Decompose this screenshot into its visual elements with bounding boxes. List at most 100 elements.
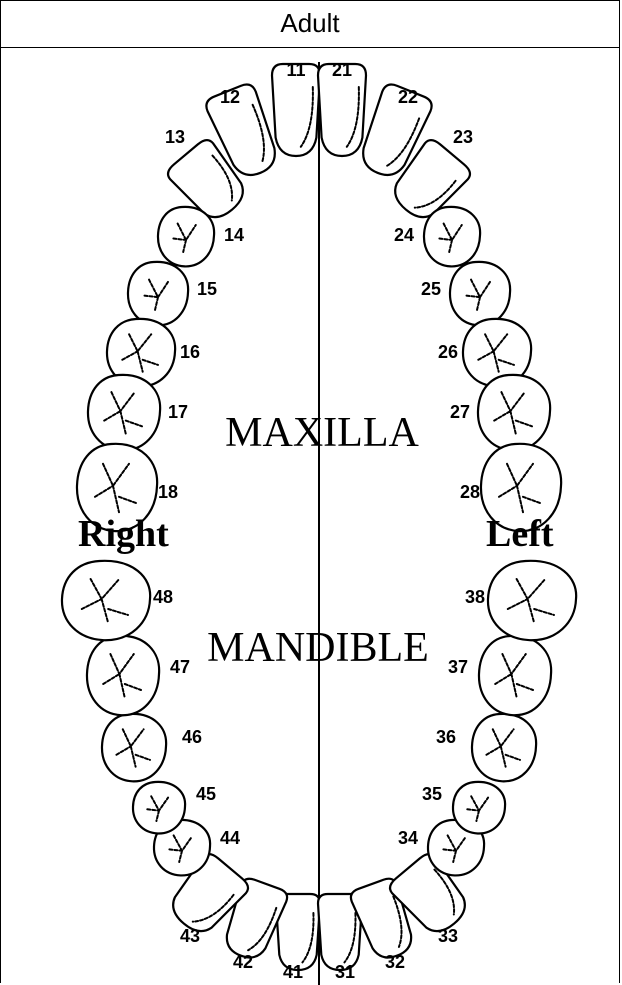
tooth-number-27: 27: [450, 402, 470, 422]
tooth-fissure: [438, 222, 463, 253]
tooth-outline: [205, 83, 276, 176]
tooth-fissure: [94, 462, 138, 514]
tooth-number-34: 34: [398, 828, 418, 848]
tooth-number-31: 31: [335, 962, 355, 982]
tooth-46: [100, 712, 168, 783]
tooth-number-47: 47: [170, 657, 190, 677]
tooth-number-22: 22: [398, 87, 418, 107]
tooth-fissure: [465, 278, 492, 311]
tooth-outline: [85, 634, 161, 717]
tooth-fissure: [442, 834, 467, 863]
tooth-13: [166, 139, 244, 219]
header-title: Adult: [280, 8, 340, 38]
tooth-number-41: 41: [283, 962, 303, 982]
tooth-fissure: [80, 578, 129, 624]
tooth-outline: [131, 780, 187, 835]
tooth-fissure: [251, 103, 265, 164]
tooth-fissure: [506, 578, 555, 624]
tooth-outline: [75, 442, 159, 533]
tooth-fissure: [494, 653, 534, 699]
tooth-outline: [100, 712, 168, 783]
tooth-number-25: 25: [421, 279, 441, 299]
tooth-number-38: 38: [465, 587, 485, 607]
tooth-21: [316, 62, 368, 158]
tooth-38: [486, 559, 578, 642]
teeth-layer: [60, 62, 578, 972]
tooth-27: [476, 373, 552, 452]
tooth-48: [60, 559, 152, 642]
dental-arch-diagram: 1112131415161718212223242526272841424344…: [60, 60, 578, 985]
tooth-number-48: 48: [153, 587, 173, 607]
tooth-24: [422, 205, 482, 268]
tooth-outline: [476, 373, 552, 452]
tooth-fissure: [413, 179, 457, 209]
tooth-14: [156, 205, 216, 268]
tooth-31: [316, 892, 364, 972]
tooth-25: [448, 260, 512, 327]
tooth-number-13: 13: [165, 127, 185, 147]
tooth-number-46: 46: [182, 727, 202, 747]
tooth-11: [270, 62, 322, 158]
tooth-47: [85, 634, 161, 717]
tooth-45: [131, 780, 187, 835]
tooth-fissure: [433, 868, 456, 916]
tooth-number-26: 26: [438, 342, 458, 362]
tooth-number-37: 37: [448, 657, 468, 677]
tooth-outline: [394, 139, 472, 219]
tooth-fissure: [466, 795, 490, 822]
tooth-44: [152, 818, 212, 877]
tooth-outline: [422, 205, 482, 268]
tooth-number-42: 42: [233, 952, 253, 972]
tooth-fissure: [345, 86, 360, 148]
tooth-fissure: [498, 462, 542, 514]
tooth-number-14: 14: [224, 225, 244, 245]
tooth-number-33: 33: [438, 926, 458, 946]
tooth-fissure: [146, 795, 170, 822]
right-side-label: Right: [78, 513, 169, 555]
tooth-fissure: [392, 895, 403, 948]
tooth-number-24: 24: [394, 225, 414, 245]
tooth-number-44: 44: [220, 828, 240, 848]
tooth-22: [362, 83, 433, 176]
tooth-fissure: [247, 906, 278, 952]
chart-header: Adult: [0, 0, 620, 48]
tooth-number-35: 35: [422, 784, 442, 804]
tooth-fissure: [172, 222, 197, 253]
tooth-outline: [126, 260, 190, 327]
tooth-number-32: 32: [385, 952, 405, 972]
tooth-23: [394, 139, 472, 219]
tooth-fissure: [191, 893, 235, 923]
tooth-outline: [60, 559, 152, 642]
maxilla-label: MAXILLA: [225, 410, 419, 456]
tooth-fissure: [343, 912, 357, 964]
tooth-15: [126, 260, 190, 327]
tooth-outline: [479, 442, 563, 533]
tooth-fissure: [299, 86, 314, 148]
tooth-fissure: [103, 391, 143, 435]
tooth-outline: [477, 634, 553, 717]
tooth-fissure: [301, 912, 315, 964]
tooth-numbers: 1112131415161718212223242526272841424344…: [153, 60, 485, 982]
tooth-number-45: 45: [196, 784, 216, 804]
tooth-outline: [448, 260, 512, 327]
tooth-number-15: 15: [197, 279, 217, 299]
tooth-fissure: [143, 278, 170, 311]
tooth-number-18: 18: [158, 482, 178, 502]
tooth-18: [75, 442, 159, 533]
tooth-36: [470, 712, 538, 783]
tooth-number-12: 12: [220, 87, 240, 107]
tooth-number-43: 43: [180, 926, 200, 946]
tooth-fissure: [384, 117, 421, 168]
tooth-fissure: [121, 333, 159, 373]
mandible-label: MANDIBLE: [207, 625, 429, 671]
tooth-outline: [451, 780, 507, 835]
tooth-outline: [152, 818, 212, 877]
tooth-fissure: [485, 728, 521, 768]
tooth-number-36: 36: [436, 727, 456, 747]
tooth-number-11: 11: [286, 60, 305, 80]
tooth-fissure: [168, 834, 193, 863]
tooth-outline: [166, 139, 244, 219]
tooth-fissure: [477, 333, 515, 373]
tooth-number-23: 23: [453, 127, 473, 147]
